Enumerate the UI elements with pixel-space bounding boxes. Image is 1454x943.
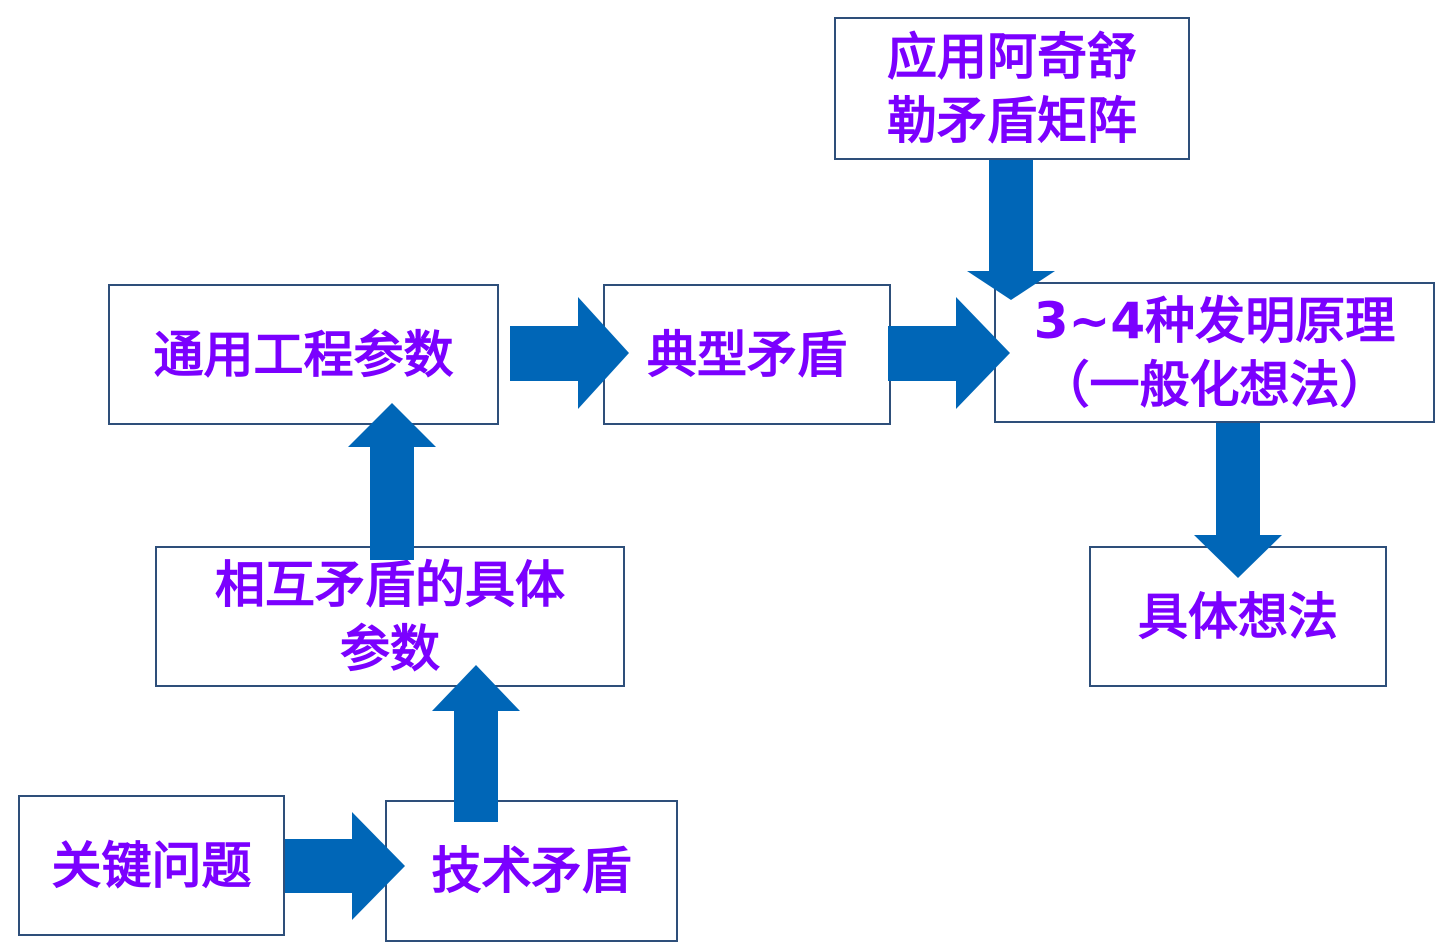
node-concrete-ideas-label: 具体想法 (1138, 587, 1338, 646)
node-specific-params: 相互矛盾的具体 参数 (155, 546, 625, 687)
arrow-matrix-to-principles (967, 160, 1055, 300)
node-typical-contradiction-label: 典型矛盾 (647, 325, 847, 384)
node-general-params-label: 通用工程参数 (153, 325, 454, 384)
node-tech-contradiction-label: 技术矛盾 (431, 842, 632, 900)
arrow-typical-to-principles (888, 297, 1010, 409)
node-matrix-label: 应用阿奇舒 勒矛盾矩阵 (887, 27, 1137, 150)
arrow-general-to-typical (510, 297, 629, 409)
node-key-problem: 关键问题 (18, 795, 285, 936)
node-key-problem-label: 关键问题 (51, 836, 252, 895)
node-principles: 3~4种发明原理 （一般化想法） (994, 282, 1435, 423)
arrow-specific-to-general (348, 403, 436, 560)
node-concrete-ideas: 具体想法 (1089, 546, 1387, 687)
node-principles-label: 3~4种发明原理 （一般化想法） (1033, 291, 1396, 414)
node-tech-contradiction: 技术矛盾 (385, 800, 678, 942)
arrow-key-to-tech (285, 812, 405, 920)
node-matrix: 应用阿奇舒 勒矛盾矩阵 (834, 17, 1190, 160)
node-general-params: 通用工程参数 (108, 284, 499, 425)
node-typical-contradiction: 典型矛盾 (603, 284, 891, 425)
node-specific-params-label: 相互矛盾的具体 参数 (215, 555, 565, 678)
arrow-principles-to-ideas (1194, 423, 1282, 578)
arrow-tech-to-specific (432, 665, 520, 822)
